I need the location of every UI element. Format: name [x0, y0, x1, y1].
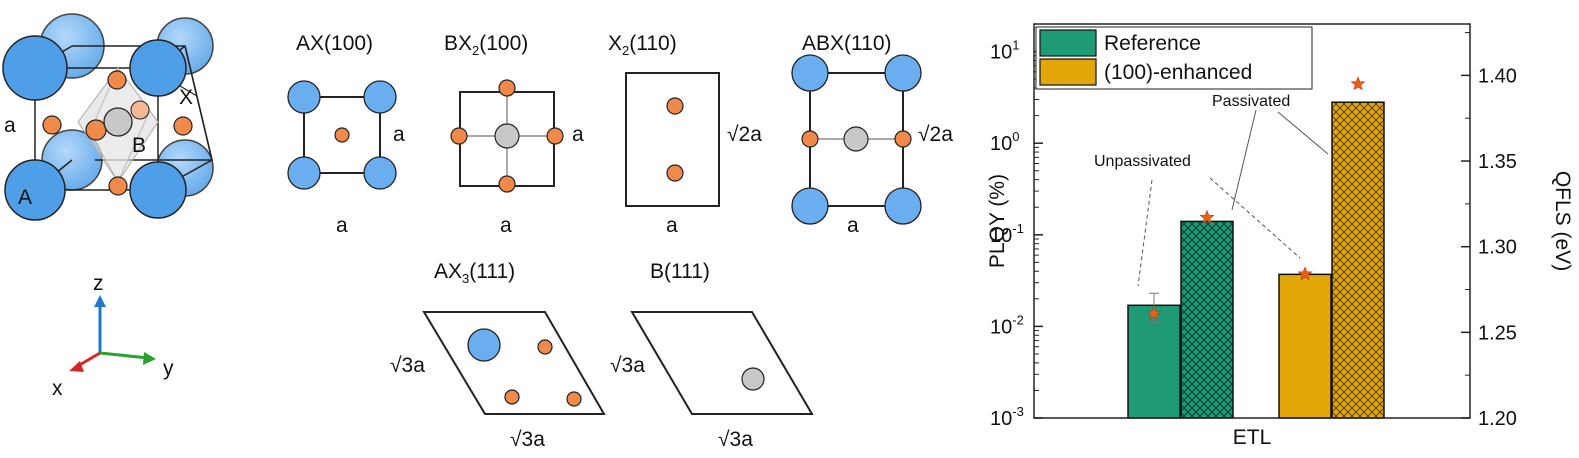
- facet-side-label: √3a: [610, 354, 645, 377]
- atom-X: [107, 70, 127, 90]
- perovskite-unit-cell: a X B A: [2, 13, 214, 221]
- qfls-star: [1297, 266, 1313, 281]
- y-tick-label: 10-3: [990, 404, 1024, 430]
- facet-bottom-label: √3a: [718, 428, 753, 451]
- label-A: A: [18, 186, 32, 209]
- facet-title: X2(110): [608, 32, 677, 58]
- qfls-star: [1199, 209, 1215, 224]
- y2-tick-label: 1.20: [1478, 408, 1517, 430]
- atom-A: [2, 35, 68, 101]
- facet-title: AX(100): [296, 32, 373, 55]
- legend-swatch: [1039, 29, 1097, 57]
- facet-ax3-111: AX3(111) √3a √3a: [390, 260, 606, 451]
- y-tick-label: 10-1: [990, 221, 1024, 247]
- chart-bars: [1127, 101, 1385, 419]
- axes-triad: z y x: [52, 272, 174, 400]
- leader-line: [1231, 109, 1257, 211]
- label-X: X: [179, 86, 193, 109]
- y2-axis-ticks: 1.20 1.25 1.30 1.35 1.40: [1461, 32, 1517, 430]
- axis-label-y: y: [163, 357, 174, 380]
- y2-tick-label: 1.25: [1478, 322, 1517, 344]
- y-tick-label: 100: [990, 129, 1019, 155]
- legend: Reference (100)-enhanced: [1035, 26, 1313, 90]
- plqy-qfls-bar-chart: Unpassivated Passivated 10-310-210-11001…: [986, 23, 1574, 449]
- chart-stars: [1146, 76, 1366, 320]
- atom-X: [85, 119, 107, 141]
- bar-reference-unpassivated: [1127, 304, 1181, 419]
- legend-label: Reference: [1104, 32, 1201, 55]
- facet-title: AX3(111): [434, 260, 515, 286]
- atom-A: [129, 161, 187, 219]
- leader-line: [1209, 177, 1301, 259]
- bar-reference-passivated: [1180, 220, 1234, 419]
- atom-B: [103, 107, 133, 137]
- axis-label-z: z: [93, 272, 104, 295]
- annotation-unpassivated: Unpassivated: [1094, 153, 1191, 170]
- y-tick-label: 10-2: [990, 312, 1024, 338]
- facet-bottom-label: √3a: [510, 428, 545, 451]
- facet-side-label: √2a: [727, 123, 762, 146]
- chart-annotations: Unpassivated Passivated: [1094, 93, 1329, 287]
- facet-bottom-label: a: [666, 214, 678, 237]
- qfls-star: [1350, 76, 1366, 91]
- atom-A: [4, 159, 66, 221]
- facet-side-label: √2a: [918, 123, 953, 146]
- facet-side-label: a: [572, 123, 584, 146]
- facet-b-111: B(111) √3a √3a: [610, 260, 814, 451]
- facet-title: ABX(110): [802, 32, 892, 55]
- atom-X: [173, 116, 193, 136]
- facet-title: B(111): [650, 260, 710, 283]
- y-tick-label: 101: [990, 38, 1019, 64]
- atom-X: [130, 100, 150, 120]
- y-axis-ticks: 10-3 10-2 10-1 100 101: [990, 38, 1043, 430]
- leader-line: [1137, 179, 1153, 287]
- x-axis-label: ETL: [1233, 426, 1272, 449]
- facet-bottom-label: a: [336, 214, 348, 237]
- bar--100-enhanced-unpassivated: [1278, 273, 1332, 419]
- bar--100-enhanced-passivated: [1331, 101, 1385, 419]
- legend-label: (100)-enhanced: [1104, 61, 1252, 84]
- leader-line: [1277, 111, 1329, 155]
- y2-tick-label: 1.30: [1478, 237, 1517, 259]
- facet-side-label: √3a: [390, 354, 425, 377]
- axis-label-x: x: [52, 377, 63, 400]
- qfls-star: [1146, 305, 1162, 320]
- atom-X: [108, 176, 128, 196]
- y2-tick-label: 1.40: [1478, 65, 1517, 87]
- facet-side-label: a: [393, 123, 405, 146]
- legend-swatch: [1039, 58, 1097, 86]
- y-axis-label: PLQY (%): [986, 174, 1009, 268]
- facet-abx-110: ABX(110) √2a a: [791, 32, 953, 237]
- annotation-passivated: Passivated: [1212, 93, 1290, 110]
- facet-x2-110: X2(110) √2a a: [608, 32, 762, 237]
- y2-tick-label: 1.35: [1478, 151, 1517, 173]
- plot-frame: [1033, 23, 1471, 419]
- facet-title: BX2(100): [444, 32, 528, 58]
- facet-bx2-100: BX2(100) a a: [444, 32, 584, 237]
- facet-bottom-label: a: [500, 214, 512, 237]
- atom-X: [42, 115, 62, 135]
- label-a: a: [4, 114, 16, 137]
- y2-axis-label: QFLS (eV): [1551, 171, 1574, 271]
- atom-A: [129, 39, 187, 97]
- label-B: B: [132, 134, 146, 157]
- facet-ax-100: AX(100) a a: [287, 32, 405, 237]
- facet-bottom-label: a: [847, 214, 859, 237]
